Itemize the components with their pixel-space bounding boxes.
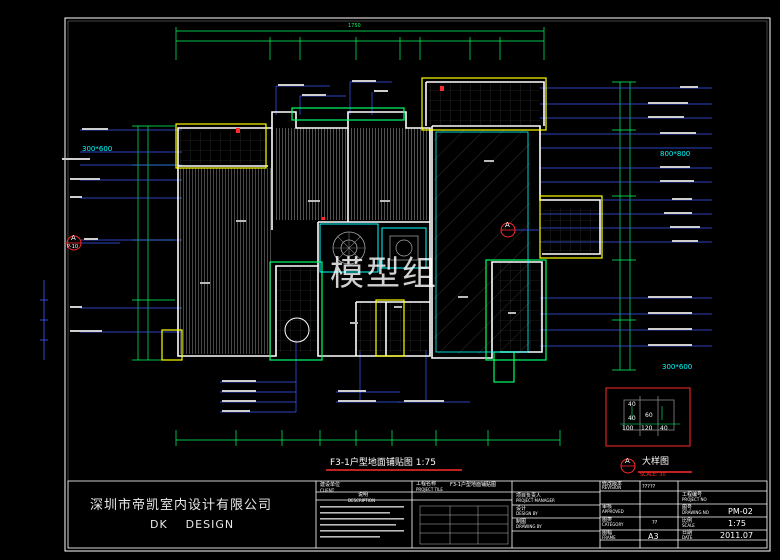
category-label: 图类: [602, 517, 613, 523]
pm-label-en: PROJECT MANAGER: [516, 498, 555, 503]
section-mark-detail-letter: A: [625, 457, 630, 465]
project-label: 工程名称: [416, 481, 437, 487]
drawing-label: 制图: [516, 519, 527, 525]
sheet-border: [64, 17, 771, 552]
floor-plan-walls: [177, 81, 601, 359]
pm-label: 项目负责人: [516, 493, 542, 499]
right-dimension-chain: [612, 81, 636, 371]
company-name-cn: 深圳市帝凯室内设计有限公司: [90, 498, 273, 513]
design-label: 设计: [516, 506, 527, 512]
drawing-no-label: 图号: [682, 505, 693, 511]
approved-label: 审核: [602, 504, 613, 510]
top-dimension-chain: [175, 27, 545, 60]
left-dimension-chain: [132, 125, 175, 361]
detail-drawing: [605, 387, 691, 447]
kitchen-floor: [498, 262, 542, 350]
revision-label-en: REVISION: [602, 485, 622, 490]
project-no-label: 工程编号: [682, 492, 703, 498]
scale-label-en: SCALE: [682, 523, 695, 528]
scale-label: 比例: [682, 518, 693, 524]
design-label-en: DESIGN BY: [516, 511, 538, 516]
right-side-room-floor: [544, 208, 598, 252]
date-label-en: DATE: [682, 535, 693, 540]
red-markers: [236, 86, 444, 220]
living-room-border: [435, 131, 529, 353]
section-mark-right-letter: A: [505, 221, 510, 229]
tile-label-left: 300*600: [82, 145, 113, 153]
drawing-no-value: PM-02: [728, 507, 753, 516]
section-mark-detail: [620, 458, 636, 474]
project-no-label-en: PROJECT NO: [682, 497, 707, 502]
detail-dim-3: 40: [628, 415, 636, 422]
detail-title: 大样图: [642, 457, 670, 467]
right-top-balcony-floor: [428, 84, 540, 126]
section-mark-left-ref: P-10: [67, 244, 79, 250]
detail-dim-5: 120: [641, 425, 653, 432]
detail-dim-2: 60: [645, 412, 653, 419]
center-corridor-floor: [356, 302, 428, 352]
central-hall-rosette: [319, 223, 427, 273]
category-label-en: CATEGORY: [602, 522, 624, 527]
drawing-label-en: DRAWING BY: [516, 524, 542, 529]
frame-value: A3: [648, 532, 659, 541]
bedroom-1-floor: [274, 128, 348, 220]
project-name: F3-1户型地面铺贴图: [450, 482, 497, 488]
living-room-floor: [180, 168, 272, 354]
date-value: 2011.07: [720, 531, 754, 540]
left-margin-marks: [40, 280, 48, 360]
section-mark-left: [66, 235, 120, 251]
date-label: 日期: [682, 530, 693, 536]
bottom-dimension-chain: [175, 430, 561, 446]
title-block: [67, 480, 768, 549]
detail-scale: SCALE: 30: [640, 472, 666, 478]
bedroom-2-floor: [350, 128, 430, 220]
section-mark-left-letter: A: [71, 234, 76, 242]
section-mark-right: [500, 222, 540, 238]
bottom-leader-text: [222, 380, 444, 412]
bathroom-floor: [276, 268, 318, 352]
watermark: 模型组: [330, 254, 438, 294]
detail-dim-6: 40: [660, 425, 668, 432]
bath-round-tub: [284, 317, 310, 343]
client-label: 建设单位: [320, 482, 341, 488]
approved-label-en: APPROVED: [602, 509, 624, 514]
top-leader-text: [278, 80, 388, 96]
tile-label-right: 800*800: [660, 150, 691, 158]
revision-value: ?????: [642, 484, 656, 490]
drawing-title: F3-1户型地面铺贴图 1:75: [330, 458, 436, 468]
accent-walls: [161, 77, 603, 383]
detail-dim-1: 40: [628, 401, 636, 408]
dimension-label-top-total: 1750: [348, 23, 361, 29]
left-leader-lines: [80, 129, 182, 333]
description-label-en: DESCRIPTION: [348, 498, 376, 503]
client-label-en: CLIENT: [320, 488, 335, 493]
revision-label: 修改版本: [602, 481, 623, 487]
company-name-en: DK DESIGN: [150, 518, 235, 531]
room-label-marks: [200, 160, 516, 324]
description-text-lines: [320, 506, 404, 538]
project-label-en: PROJECT TILE: [416, 487, 443, 492]
left-room-upper-floor: [180, 132, 266, 164]
left-leader-text: [62, 128, 108, 332]
frame-label-en: FRAME: [602, 535, 616, 540]
scale-value: 1:75: [728, 519, 746, 528]
category-value: ??: [652, 520, 658, 526]
right-leader-text: [648, 86, 700, 346]
legend-table: [419, 505, 509, 545]
top-leader-lines: [275, 81, 392, 115]
detail-dim-4: 100: [622, 425, 634, 432]
description-label: 说明: [358, 492, 369, 498]
frame-label: 图幅: [602, 530, 613, 536]
tile-label-bottom-right: 300*600: [662, 363, 693, 371]
drawing-no-label-en: DRAWING NO: [682, 510, 709, 515]
